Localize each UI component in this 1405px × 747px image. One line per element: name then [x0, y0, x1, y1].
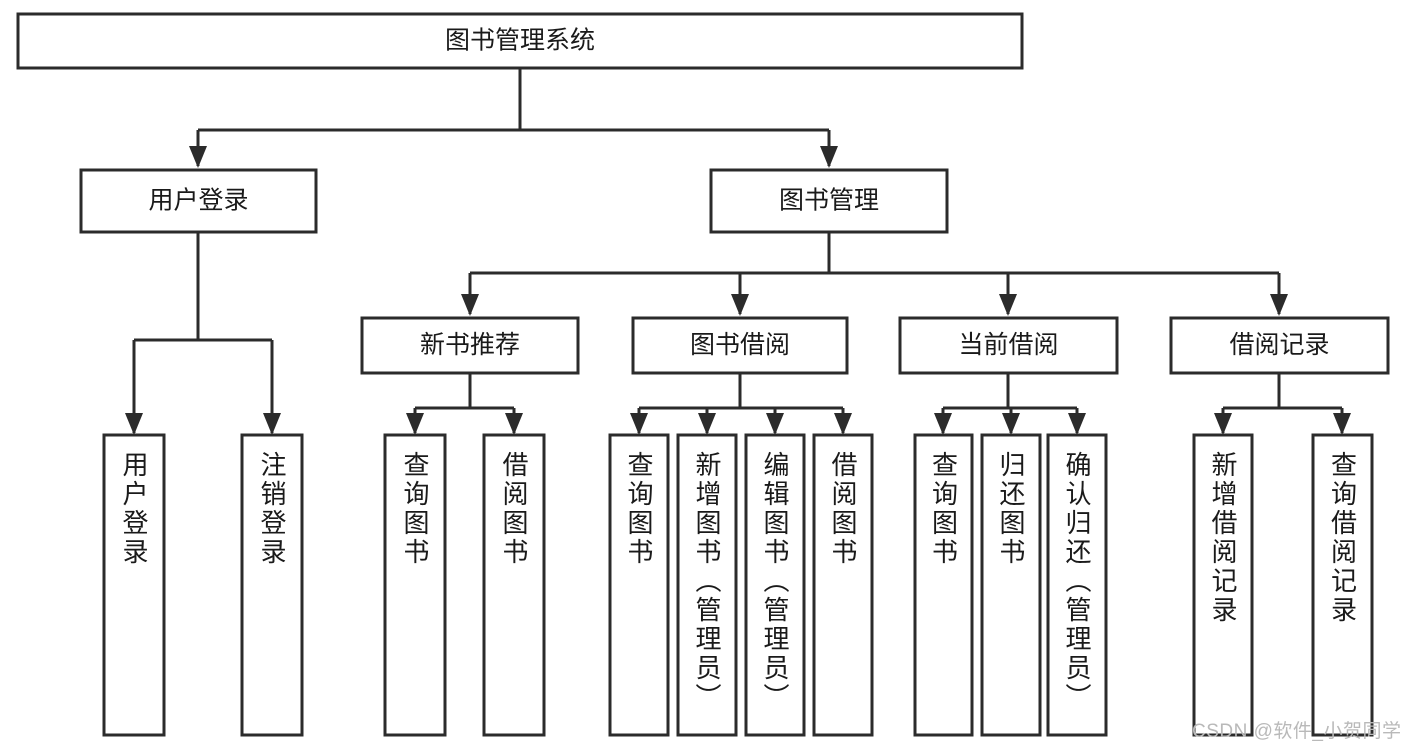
level3-node-label-0: 新书推荐	[420, 331, 520, 359]
level3-node-2[interactable]	[898, 316, 1119, 375]
level3-node-label-3: 借阅记录	[1229, 331, 1329, 359]
leaf-node-rect[interactable]	[913, 433, 974, 737]
arrow-down-icon-root-1	[820, 146, 838, 168]
leaf-node-rect[interactable]	[744, 433, 806, 737]
arrow-down-icon-level3-3	[1270, 294, 1288, 316]
leaf-node-rect[interactable]	[1311, 433, 1374, 737]
leaf-node-rect[interactable]	[1046, 433, 1108, 737]
level3-node-rect[interactable]	[360, 316, 580, 375]
leaf-node-0[interactable]	[102, 433, 166, 737]
arrow-down-icon-leaf-0-0	[406, 413, 424, 435]
arrow-down-icon-root-0	[189, 146, 207, 168]
level2-node-label-0: 用户登录	[148, 187, 248, 215]
arrow-down-icon-leaf-1-0	[630, 413, 648, 435]
leaf-node-7[interactable]	[812, 433, 874, 737]
arrow-down-icon-leaf-3-0	[1214, 413, 1232, 435]
leaf-node-6[interactable]	[744, 433, 806, 737]
arrow-down-icon-leaf-2-2	[1068, 413, 1086, 435]
arrow-down-icon-left-1	[263, 413, 281, 435]
leaf-node-rect[interactable]	[482, 433, 546, 737]
leaf-node-rect[interactable]	[608, 433, 670, 737]
root-node-rect[interactable]	[16, 12, 1024, 70]
level3-node-rect[interactable]	[1169, 316, 1390, 375]
arrow-down-icon-leaf-0-1	[505, 413, 523, 435]
root-node-label: 图书管理系统	[445, 27, 595, 55]
arrow-down-icon-leaf-1-3	[834, 413, 852, 435]
leaf-node-1[interactable]	[240, 433, 304, 737]
arrow-down-icon-leaf-1-2	[766, 413, 784, 435]
leaf-node-rect[interactable]	[676, 433, 738, 737]
arrow-down-icon-left-0	[125, 413, 143, 435]
level3-node-0[interactable]	[360, 316, 580, 375]
leaf-node-3[interactable]	[482, 433, 546, 737]
level2-node-rect[interactable]	[709, 168, 949, 234]
level2-node-label-1: 图书管理	[779, 187, 879, 215]
leaf-node-12[interactable]	[1311, 433, 1374, 737]
root-node[interactable]	[16, 12, 1024, 70]
leaf-node-rect[interactable]	[812, 433, 874, 737]
arrow-down-icon-leaf-1-1	[698, 413, 716, 435]
arrow-down-icon-leaf-2-1	[1002, 413, 1020, 435]
leaf-node-rect[interactable]	[1192, 433, 1254, 737]
leaf-node-11[interactable]	[1192, 433, 1254, 737]
leaf-node-8[interactable]	[913, 433, 974, 737]
level3-node-3[interactable]	[1169, 316, 1390, 375]
leaf-node-rect[interactable]	[240, 433, 304, 737]
leaf-node-4[interactable]	[608, 433, 670, 737]
arrow-down-icon-level3-1	[731, 294, 749, 316]
leaf-node-9[interactable]	[980, 433, 1042, 737]
level2-node-1[interactable]	[709, 168, 949, 234]
arrow-down-icon-level3-0	[461, 294, 479, 316]
arrow-down-icon-level3-2	[999, 294, 1017, 316]
leaf-node-rect[interactable]	[980, 433, 1042, 737]
arrow-down-icon-leaf-2-0	[934, 413, 952, 435]
level3-node-1[interactable]	[631, 316, 849, 375]
leaf-node-rect[interactable]	[383, 433, 447, 737]
leaf-node-10[interactable]	[1046, 433, 1108, 737]
level3-node-rect[interactable]	[631, 316, 849, 375]
level3-node-rect[interactable]	[898, 316, 1119, 375]
level3-node-label-2: 当前借阅	[958, 331, 1058, 359]
level3-node-label-1: 图书借阅	[690, 331, 790, 359]
leaf-node-rect[interactable]	[102, 433, 166, 737]
leaf-node-2[interactable]	[383, 433, 447, 737]
watermark-csdn: CSDN @软件_小贺同学	[1192, 721, 1402, 742]
leaf-node-5[interactable]	[676, 433, 738, 737]
arrow-down-icon-leaf-3-1	[1333, 413, 1351, 435]
